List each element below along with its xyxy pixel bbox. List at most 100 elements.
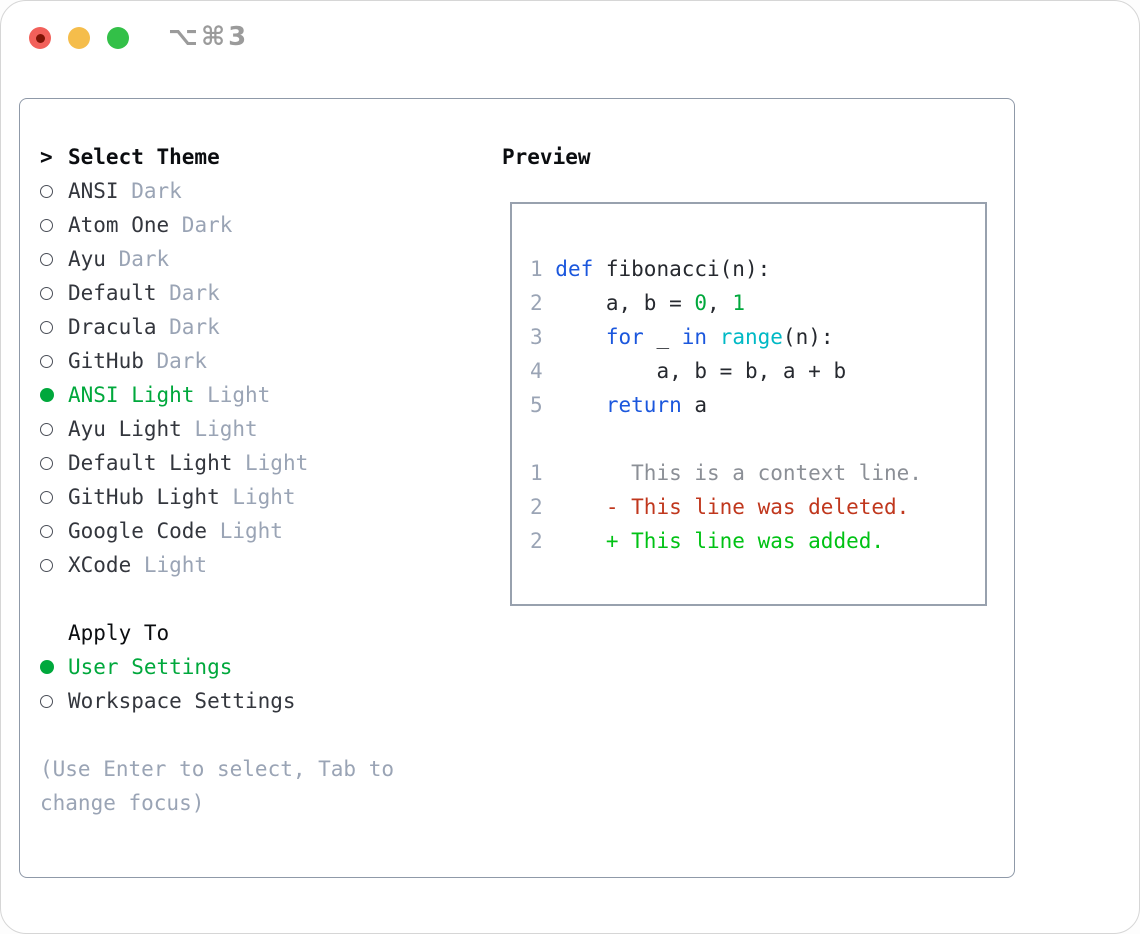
- radio-icon: [40, 456, 68, 470]
- select-theme-header: > Select Theme: [40, 140, 440, 174]
- theme-option[interactable]: Google Code Light: [40, 514, 440, 548]
- code-token: for: [605, 325, 644, 349]
- code-token: _: [643, 325, 682, 349]
- code-token: in: [681, 325, 708, 349]
- code-token: + This line was added.: [605, 529, 885, 553]
- radio-unselected-icon: [40, 320, 53, 334]
- theme-name: ANSI: [68, 179, 119, 203]
- close-button[interactable]: [29, 27, 51, 49]
- apply-option-label: User Settings: [68, 655, 233, 679]
- theme-option[interactable]: Ayu Dark: [40, 242, 440, 276]
- theme-name: Default Light: [68, 451, 233, 475]
- theme-variant: Dark: [169, 213, 233, 237]
- zoom-button[interactable]: [107, 27, 129, 49]
- theme-name: ANSI Light: [68, 383, 195, 407]
- theme-variant: Dark: [105, 247, 170, 271]
- radio-unselected-icon: [40, 184, 53, 198]
- radio-unselected-icon: [40, 286, 53, 300]
- radio-icon: [40, 558, 68, 572]
- code-token: def: [555, 257, 594, 281]
- code-token: This is a context line.: [555, 461, 922, 485]
- radio-icon: [40, 320, 68, 334]
- theme-option[interactable]: ANSI Dark: [40, 174, 440, 208]
- theme-option[interactable]: Dracula Dark: [40, 310, 440, 344]
- code-token: [555, 495, 606, 519]
- theme-option[interactable]: ANSI Light Light: [40, 378, 440, 412]
- theme-option[interactable]: Default Light Light: [40, 446, 440, 480]
- code-line: 1 def fibonacci(n):: [530, 252, 922, 286]
- radio-icon: [40, 660, 68, 674]
- window-shortcut-label: ⌥⌘3: [168, 22, 250, 52]
- code-token: fibonacci(n):: [593, 257, 771, 281]
- theme-name: Default: [68, 281, 157, 305]
- help-hint: (Use Enter to select, Tab to change focu…: [40, 757, 395, 815]
- radio-unselected-icon: [40, 218, 53, 232]
- radio-unselected-icon: [40, 694, 53, 708]
- preview-title: Preview: [502, 145, 591, 169]
- radio-unselected-icon: [40, 456, 53, 470]
- code-token: 1: [732, 291, 745, 315]
- radio-unselected-icon: [40, 252, 53, 266]
- apply-option[interactable]: Workspace Settings: [40, 684, 440, 718]
- theme-option[interactable]: GitHub Dark: [40, 344, 440, 378]
- apply-to-title: Apply To: [68, 621, 170, 645]
- radio-unselected-icon: [40, 354, 53, 368]
- theme-variant: Light: [219, 485, 296, 509]
- close-dot-icon: [35, 33, 45, 43]
- apply-option[interactable]: User Settings: [40, 650, 440, 684]
- theme-name: XCode: [68, 553, 132, 577]
- theme-option[interactable]: Default Dark: [40, 276, 440, 310]
- code-token: range: [719, 325, 783, 349]
- line-number: 3: [530, 325, 556, 349]
- line-number: 4: [530, 359, 556, 383]
- code-token: 0: [694, 291, 708, 315]
- theme-variant: Light: [131, 553, 208, 577]
- apply-to-header: Apply To: [40, 616, 440, 650]
- theme-name: GitHub: [68, 349, 144, 373]
- theme-option[interactable]: XCode Light: [40, 548, 440, 582]
- code-token: [555, 529, 606, 553]
- radio-icon: [40, 252, 68, 266]
- blank-line: [530, 422, 922, 456]
- theme-variant: Dark: [156, 315, 220, 339]
- code-token: [555, 325, 606, 349]
- theme-variant: Dark: [143, 349, 208, 373]
- code-line: 2 a, b = 0, 1: [530, 286, 922, 320]
- traffic-lights: [29, 27, 129, 49]
- apply-option-label: Workspace Settings: [68, 689, 296, 713]
- theme-variant: Light: [232, 451, 309, 475]
- code-token: a, b =: [555, 291, 695, 315]
- theme-name: Dracula: [68, 315, 157, 339]
- theme-option[interactable]: Ayu Light Light: [40, 412, 440, 446]
- radio-icon: [40, 286, 68, 300]
- theme-name: Google Code: [68, 519, 208, 543]
- code-line: 4 a, b = b, a + b: [530, 354, 922, 388]
- theme-option[interactable]: Atom One Dark: [40, 208, 440, 242]
- theme-option[interactable]: GitHub Light Light: [40, 480, 440, 514]
- theme-variant: Dark: [156, 281, 220, 305]
- code-token: [555, 393, 606, 417]
- minimize-button[interactable]: [68, 27, 90, 49]
- radio-icon: [40, 422, 68, 436]
- radio-icon: [40, 490, 68, 504]
- radio-icon: [40, 524, 68, 538]
- theme-variant: Light: [207, 519, 283, 543]
- line-number: 5: [530, 393, 556, 417]
- line-number: 1: [530, 461, 556, 485]
- radio-unselected-icon: [40, 422, 53, 436]
- code-line: 3 for _ in range(n):: [530, 320, 922, 354]
- code-token: ,: [707, 291, 733, 315]
- code-token: a, b = b, a + b: [555, 359, 847, 383]
- theme-variant: Light: [181, 417, 258, 441]
- theme-name: GitHub Light: [68, 485, 220, 509]
- code-line: 5 return a: [530, 388, 922, 422]
- radio-icon: [40, 218, 68, 232]
- code-line: 2 + This line was added.: [530, 524, 922, 558]
- radio-selected-icon: [40, 388, 54, 402]
